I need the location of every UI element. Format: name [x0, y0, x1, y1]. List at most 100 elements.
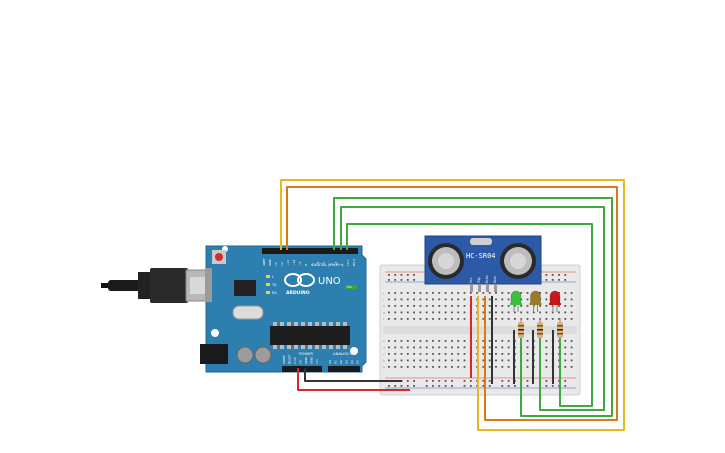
breadboard-hole[interactable]	[545, 359, 548, 362]
breadboard-hole[interactable]	[482, 346, 485, 349]
breadboard-hole[interactable]	[432, 385, 434, 387]
breadboard-hole[interactable]	[444, 298, 447, 301]
breadboard-hole[interactable]	[469, 292, 472, 294]
power-header[interactable]	[282, 366, 322, 372]
breadboard-hole[interactable]	[507, 318, 510, 320]
breadboard-hole[interactable]	[501, 318, 504, 320]
breadboard-hole[interactable]	[551, 279, 554, 281]
wire-green-3[interactable]	[346, 223, 593, 407]
breadboard-hole[interactable]	[495, 353, 497, 355]
breadboard-hole[interactable]	[564, 353, 567, 355]
breadboard-hole[interactable]	[564, 318, 567, 320]
breadboard-hole[interactable]	[558, 318, 560, 320]
wire-green-2[interactable]	[340, 206, 605, 411]
breadboard-hole[interactable]	[419, 353, 422, 355]
breadboard-hole[interactable]	[413, 359, 415, 362]
breadboard-hole[interactable]	[495, 292, 497, 294]
breadboard-hole[interactable]	[488, 311, 491, 314]
breadboard-hole[interactable]	[400, 346, 403, 349]
breadboard-hole[interactable]	[413, 353, 415, 355]
breadboard-hole[interactable]	[520, 311, 523, 314]
breadboard-hole[interactable]	[526, 359, 529, 362]
breadboard-hole[interactable]	[444, 385, 447, 387]
breadboard-hole[interactable]	[406, 346, 409, 349]
breadboard-hole[interactable]	[482, 385, 485, 387]
breadboard-hole[interactable]	[507, 359, 510, 362]
breadboard-hole[interactable]	[501, 305, 504, 307]
breadboard-hole[interactable]	[501, 311, 504, 314]
wire-orange[interactable]	[286, 186, 618, 421]
breadboard-hole[interactable]	[545, 380, 548, 382]
breadboard-hole[interactable]	[551, 318, 554, 320]
breadboard-hole[interactable]	[457, 359, 460, 362]
breadboard-hole[interactable]	[400, 305, 403, 307]
breadboard-hole[interactable]	[507, 346, 510, 349]
breadboard-hole[interactable]	[495, 305, 497, 307]
breadboard-hole[interactable]	[388, 346, 390, 349]
breadboard-hole[interactable]	[495, 298, 497, 301]
breadboard-hole[interactable]	[419, 311, 422, 314]
breadboard-hole[interactable]	[526, 346, 529, 349]
breadboard-hole[interactable]	[394, 359, 397, 362]
breadboard-hole[interactable]	[451, 305, 453, 307]
breadboard-hole[interactable]	[400, 359, 403, 362]
breadboard-hole[interactable]	[564, 311, 567, 314]
breadboard-hole[interactable]	[419, 340, 422, 342]
breadboard-hole[interactable]	[545, 279, 548, 281]
breadboard-hole[interactable]	[400, 340, 403, 342]
breadboard-hole[interactable]	[388, 298, 390, 301]
breadboard-hole[interactable]	[432, 359, 434, 362]
breadboard-hole[interactable]	[388, 359, 390, 362]
breadboard-hole[interactable]	[406, 380, 409, 382]
breadboard-hole[interactable]	[532, 318, 535, 320]
breadboard-hole[interactable]	[488, 298, 491, 301]
breadboard-hole[interactable]	[444, 346, 447, 349]
breadboard-hole[interactable]	[469, 380, 472, 382]
breadboard-hole[interactable]	[419, 318, 422, 320]
breadboard-hole[interactable]	[463, 380, 466, 382]
breadboard-hole[interactable]	[406, 292, 409, 294]
breadboard-hole[interactable]	[406, 318, 409, 320]
breadboard-hole[interactable]	[463, 305, 466, 307]
breadboard-hole[interactable]	[545, 346, 548, 349]
breadboard-hole[interactable]	[570, 292, 573, 294]
led-red[interactable]	[549, 290, 561, 312]
breadboard-hole[interactable]	[507, 292, 510, 294]
breadboard-hole[interactable]	[539, 311, 541, 314]
breadboard-hole[interactable]	[394, 353, 397, 355]
breadboard-hole[interactable]	[469, 385, 472, 387]
breadboard-hole[interactable]	[444, 380, 447, 382]
breadboard-hole[interactable]	[482, 359, 485, 362]
breadboard-hole[interactable]	[419, 359, 422, 362]
breadboard-hole[interactable]	[406, 311, 409, 314]
breadboard-hole[interactable]	[425, 298, 428, 301]
breadboard-hole[interactable]	[488, 346, 491, 349]
breadboard-hole[interactable]	[570, 311, 573, 314]
breadboard-hole[interactable]	[482, 292, 485, 294]
breadboard-hole[interactable]	[495, 346, 497, 349]
breadboard-hole[interactable]	[400, 311, 403, 314]
breadboard-hole[interactable]	[482, 298, 485, 301]
breadboard-hole[interactable]	[495, 366, 497, 368]
breadboard-hole[interactable]	[507, 353, 510, 355]
breadboard-hole[interactable]	[413, 346, 415, 349]
breadboard-hole[interactable]	[438, 366, 441, 368]
breadboard-hole[interactable]	[526, 292, 529, 294]
breadboard-hole[interactable]	[413, 305, 415, 307]
breadboard-hole[interactable]	[501, 353, 504, 355]
breadboard-hole[interactable]	[488, 340, 491, 342]
breadboard-hole[interactable]	[451, 318, 453, 320]
breadboard-hole[interactable]	[432, 292, 434, 294]
breadboard-hole[interactable]	[488, 385, 491, 387]
breadboard-hole[interactable]	[394, 298, 397, 301]
breadboard-hole[interactable]	[438, 359, 441, 362]
breadboard-hole[interactable]	[444, 359, 447, 362]
breadboard-hole[interactable]	[482, 311, 485, 314]
breadboard-hole[interactable]	[495, 359, 497, 362]
breadboard-hole[interactable]	[551, 385, 554, 387]
breadboard-hole[interactable]	[514, 385, 516, 387]
breadboard-hole[interactable]	[482, 305, 485, 307]
breadboard-hole[interactable]	[406, 385, 409, 387]
breadboard-hole[interactable]	[388, 353, 390, 355]
